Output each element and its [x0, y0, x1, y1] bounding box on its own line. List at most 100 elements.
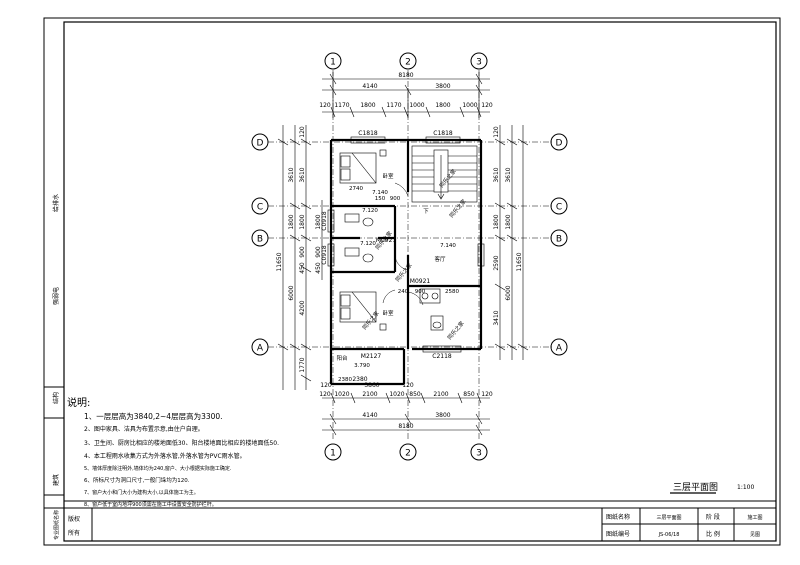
- inner-dim: 2380: [338, 377, 352, 383]
- axis-markers: 1 2 3 1 2 3 D C B A D C B A: [251, 52, 568, 461]
- outer-border: [43, 17, 781, 546]
- axis-col-2-top: 2: [405, 58, 411, 68]
- axis-col-2-bottom: 2: [405, 449, 411, 459]
- drawing-name-label: 图纸名称: [606, 513, 630, 521]
- dim-small: 120: [320, 382, 332, 389]
- drawing-number-value: JS-06/18: [658, 532, 680, 538]
- note-item: 2、图中家具、洁具为布置示意,由住户自理。: [84, 425, 204, 433]
- dim-right-detail: 120: [493, 126, 500, 138]
- dim-left-span: 6000: [288, 285, 295, 300]
- dim-small: 3860: [364, 382, 379, 389]
- stage-label: 阶 段: [706, 513, 720, 521]
- dim-left-overall: 11650: [276, 252, 283, 271]
- dim-bottom-detail: 1020: [334, 391, 349, 398]
- dim-top-detail: 120: [319, 102, 331, 109]
- level-mark: 7.140: [440, 243, 456, 249]
- axis-col-3-top: 3: [476, 58, 482, 68]
- dim-left-inner: 900: [315, 246, 322, 258]
- drawing-number-label: 图纸编号: [606, 530, 630, 538]
- dim-left-inner: 450: [315, 262, 322, 274]
- level-mark: 7.120: [360, 241, 376, 247]
- window-label: C0918: [321, 245, 328, 265]
- stage-value: 施工图: [747, 514, 762, 521]
- margin-label-structure: 结构: [52, 392, 60, 404]
- door-label: M0921: [376, 237, 397, 244]
- dim-right-span: 1800: [505, 214, 512, 229]
- watermark: 同乐之家: [445, 319, 466, 341]
- note-item: 7、窗户大小和门大小为建构大小,以具体施工为主。: [84, 489, 199, 496]
- dim-top-span: 4140: [362, 83, 377, 90]
- dim-left-detail: 1800: [299, 214, 306, 229]
- dim-left-detail: 1770: [299, 357, 306, 372]
- note-item: 1、一层层高为3840,2~4层层高为3300.: [84, 411, 223, 421]
- dim-top-span: 3800: [435, 83, 450, 90]
- door-label: M0921: [410, 278, 431, 285]
- dim-right-overall: 11650: [516, 252, 523, 271]
- axis-row-C-left: C: [257, 203, 263, 213]
- note-item: 8、窗户低于室内地坪900须需在施工中设置安全防护栏杆。: [84, 501, 217, 508]
- axis-row-A-right: A: [556, 344, 563, 354]
- axis-col-1-bottom: 1: [330, 449, 336, 459]
- dim-small: 2380: [352, 376, 367, 383]
- dim-top-detail: 1800: [435, 102, 450, 109]
- axis-row-D-right: D: [556, 139, 563, 149]
- dim-top-overall: 8180: [398, 72, 413, 79]
- dim-bottom-detail: 2100: [362, 391, 377, 398]
- axis-row-C-right: C: [556, 203, 562, 213]
- dim-right-detail: 1800: [493, 214, 500, 229]
- watermark: 同乐之家: [447, 197, 468, 219]
- door-label: M2127: [361, 353, 382, 360]
- dim-top-detail: 1000: [462, 102, 477, 109]
- axis-row-A-left: A: [257, 344, 264, 354]
- design-notes: 说明: 1、一层层高为3840,2~4层层高为3300. 2、图中家具、洁具为布…: [67, 396, 279, 508]
- margin-label-architecture: 建筑: [52, 474, 60, 486]
- notes-title: 说明:: [67, 396, 90, 409]
- axis-row-B-right: B: [556, 235, 562, 245]
- dim-bottom-detail: 120: [319, 391, 331, 398]
- window-label: C2118: [432, 353, 452, 360]
- inner-dim: 240: [398, 289, 409, 295]
- bedroom-label: 卧室: [382, 172, 394, 180]
- axis-row-B-left: B: [257, 235, 263, 245]
- dim-left-detail: 4200: [299, 300, 306, 315]
- dim-bottom-detail: 850: [463, 391, 475, 398]
- axis-row-D-left: D: [257, 139, 264, 149]
- inner-dim: 2580: [445, 289, 459, 295]
- dim-top-detail: 1170: [386, 102, 401, 109]
- dim-left-detail: 3610: [299, 167, 306, 182]
- balcony-label: 阳台: [336, 354, 348, 362]
- note-item: 6、所标尺寸为洞口尺寸,一般门垛均为120.: [84, 476, 190, 484]
- window-label: C1818: [358, 130, 378, 137]
- dim-bottom-detail: 850: [409, 391, 421, 398]
- room-labels: 卧室 卧室 客厅 阳台 下 7.140 7.140 7.120 7.120 3.…: [336, 172, 459, 383]
- dim-left-detail: 450: [299, 262, 306, 274]
- margin-label-electrical: 强弱电: [52, 287, 60, 305]
- dim-left-inner: 1800: [315, 214, 322, 229]
- level-mark: 3.790: [354, 363, 370, 369]
- dim-bottom-detail: 1020: [389, 391, 404, 398]
- note-item: 5、墙体厚度除注明外,墙体均为240,窗户、大小根据实际施工确定.: [84, 465, 232, 472]
- bedroom-label: 卧室: [382, 309, 394, 317]
- scale-label: 比 例: [706, 530, 720, 538]
- window-label: C0918: [321, 211, 328, 231]
- dim-right-detail: 3410: [493, 310, 500, 325]
- copyright-label-2: 所有: [68, 529, 80, 537]
- inner-dim: 900: [390, 196, 401, 202]
- level-mark: 7.120: [362, 208, 378, 214]
- axis-col-1-top: 1: [330, 58, 336, 68]
- dim-left-span: 3610: [288, 167, 295, 182]
- dim-bottom-span: 3800: [435, 412, 450, 419]
- note-item: 4、本工程雨水收集方式为外落水管,外落水管为PVC雨水管。: [84, 452, 246, 460]
- inner-dim: 2740: [349, 186, 363, 192]
- dim-bottom-span: 4140: [362, 412, 377, 419]
- dim-bottom-detail: 120: [481, 391, 493, 398]
- margin-label-plumbing: 给排水: [52, 194, 60, 212]
- dim-bottom-overall: 8180: [398, 423, 413, 430]
- dim-left-span: 1800: [288, 214, 295, 229]
- drawing-title: 三层平面图: [673, 482, 718, 493]
- dim-left-detail: 120: [299, 126, 306, 138]
- dim-bottom-detail: 2100: [433, 391, 448, 398]
- dim-right-span: 3610: [505, 167, 512, 182]
- inner-dim: 900: [415, 289, 426, 295]
